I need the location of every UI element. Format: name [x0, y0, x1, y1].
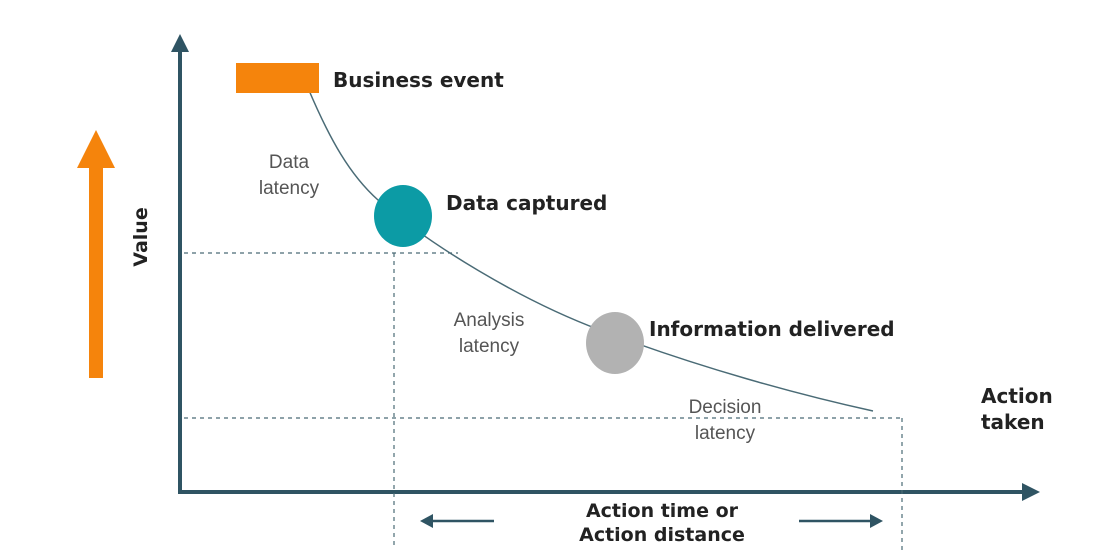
value-arrow-shaft: [89, 166, 103, 378]
data-latency-label: Data latency: [259, 152, 320, 199]
decision-latency-label: Decision latency: [689, 397, 762, 444]
value-curve: [307, 87, 874, 412]
y-axis-arrowhead: [171, 34, 189, 52]
action-taken-line-2: taken: [981, 410, 1045, 434]
analysis-latency-line-2: latency: [459, 336, 520, 357]
x-axis-label-line-2: Action distance: [579, 524, 745, 546]
data-captured-marker: [374, 185, 432, 247]
data-captured-label: Data captured: [446, 191, 607, 215]
business-event-marker: [236, 63, 319, 93]
value-arrow: [77, 130, 115, 378]
y-axis-label: Value: [130, 207, 152, 266]
guide-lines: [184, 252, 903, 553]
right-arrow-icon: [799, 514, 883, 528]
x-axis-label-line-1: Action time or: [586, 500, 739, 522]
decision-latency-line-2: latency: [695, 423, 756, 444]
data-latency-line-2: latency: [259, 178, 320, 199]
action-taken-line-1: Action: [981, 384, 1053, 408]
value-arrow-head: [77, 130, 115, 168]
left-arrow-icon: [420, 514, 494, 528]
business-event-label: Business event: [333, 68, 504, 92]
data-latency-line-1: Data: [269, 152, 310, 173]
analysis-latency-line-1: Analysis: [454, 310, 525, 331]
analysis-latency-label: Analysis latency: [454, 310, 525, 357]
action-taken-label: Action taken: [981, 384, 1053, 434]
x-axis-arrowhead: [1022, 483, 1040, 501]
x-axis-label: Action time or Action distance: [579, 500, 745, 546]
axes: [171, 34, 1040, 501]
information-delivered-label: Information delivered: [649, 317, 895, 341]
decision-latency-line-1: Decision: [689, 397, 762, 418]
information-delivered-marker: [586, 312, 644, 374]
